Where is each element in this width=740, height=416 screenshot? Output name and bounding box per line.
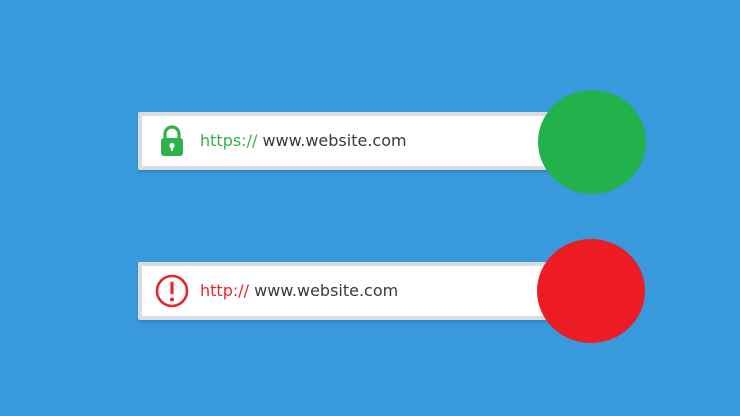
secure-url-scheme: https:// <box>200 131 258 150</box>
lock-icon <box>154 123 190 159</box>
insecure-url-text: http:// www.website.com <box>200 266 398 316</box>
insecure-url-domain: www.website.com <box>254 281 399 300</box>
insecure-address-bar-field[interactable]: http:// www.website.com <box>142 266 568 316</box>
secure-url-domain: www.website.com <box>262 131 407 150</box>
secure-indicator-circle <box>538 90 646 194</box>
secure-address-bar-field[interactable]: https:// www.website.com <box>142 116 568 166</box>
insecure-url-scheme: http:// <box>200 281 250 300</box>
warning-icon <box>154 273 190 309</box>
secure-url-text: https:// www.website.com <box>200 116 407 166</box>
secure-address-bar[interactable]: https:// www.website.com <box>138 112 568 170</box>
insecure-indicator-circle <box>537 239 645 343</box>
insecure-address-bar[interactable]: http:// www.website.com <box>138 262 568 320</box>
